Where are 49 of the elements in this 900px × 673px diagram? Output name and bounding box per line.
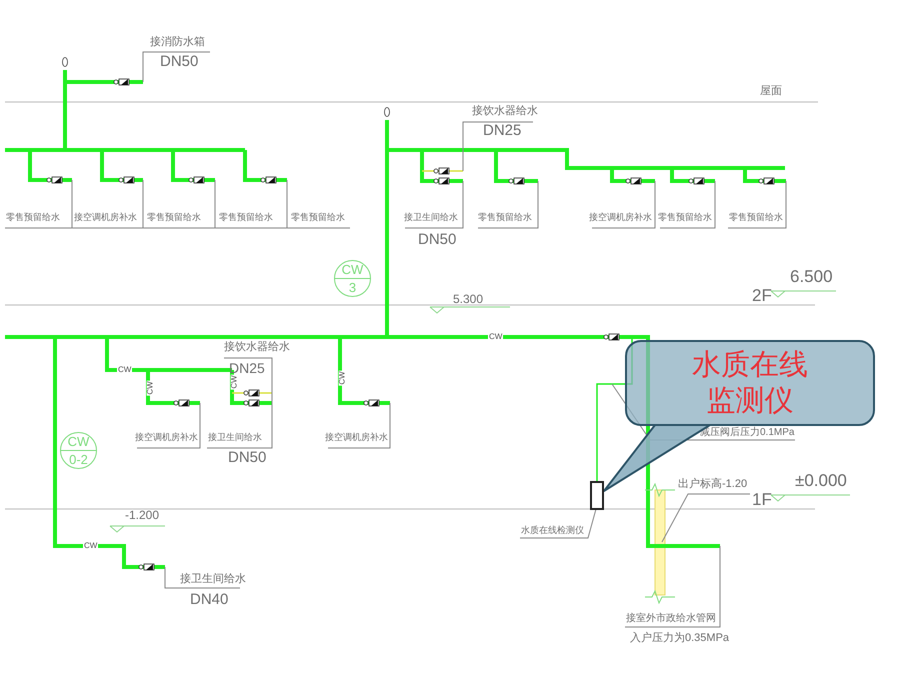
- level-name: 屋面: [760, 86, 782, 97]
- pipe-code-label: CW: [146, 380, 155, 396]
- drawing-number-text: 3: [348, 279, 356, 294]
- pipe-label: 接空调机房补水: [325, 433, 388, 442]
- pipe-size-label: DN25: [229, 361, 265, 375]
- pipe-label: 零售预留给水: [291, 213, 345, 222]
- drawing-number-text: 0-2: [69, 451, 88, 466]
- pipe-code-label: CW: [488, 333, 504, 341]
- pipe-label: 接消防水箱: [150, 37, 205, 48]
- pipe-code-label: CW: [230, 374, 239, 390]
- pipe-code-text: CW: [335, 263, 370, 279]
- callout-pointer: [603, 424, 711, 492]
- instrument-label: 水质在线检测仪: [521, 526, 584, 535]
- pipe-label: 接卫生间给水: [404, 213, 458, 222]
- pipe-size-label: DN40: [190, 592, 228, 607]
- pipe-label: 接卫生间给水: [208, 433, 262, 442]
- pipe-label: 接空调机房补水: [135, 433, 198, 442]
- pipe-code-label: CW: [117, 366, 132, 374]
- pipe-code-text: CW: [61, 435, 96, 451]
- floor-label: 2F: [752, 287, 772, 304]
- pipe-label: 零售预留给水: [6, 213, 60, 222]
- pipe-label: 零售预留给水: [219, 213, 273, 222]
- pipe-label: 零售预留给水: [147, 213, 201, 222]
- pipe-label: 零售预留给水: [658, 213, 712, 222]
- pipe-label: 零售预留给水: [729, 213, 783, 222]
- elevation-note: 出户标高-1.20: [678, 479, 748, 490]
- elevation-label: -1.200: [125, 509, 160, 521]
- pipe-label: 接室外市政给水管网: [626, 614, 716, 624]
- pipe-size-label: DN50: [228, 450, 266, 465]
- pipe-size-label: DN50: [418, 232, 456, 247]
- elevation-label: 6.500: [790, 268, 833, 285]
- pipe-label: 接卫生间给水: [180, 574, 246, 585]
- pipe-label: 接饮水器给水: [472, 106, 538, 117]
- elevation-label: 5.300: [453, 293, 484, 305]
- pressure-note: 入户压力为0.35MPa: [630, 633, 730, 644]
- pipe-code-label: CW: [338, 370, 347, 386]
- pipe-code-label: CW: [83, 542, 98, 550]
- floor-label: 1F: [752, 491, 772, 508]
- monitor-instrument: [590, 481, 604, 510]
- pipe-label: 接饮水器给水: [224, 342, 290, 353]
- pipe-label: 零售预留给水: [478, 213, 532, 222]
- pipe-marker-circle: [60, 432, 97, 469]
- pipe-marker-circle: [334, 260, 371, 297]
- pipe-size-label: DN25: [483, 123, 522, 138]
- pipe-label: 接空调机房补水: [74, 213, 137, 222]
- elevation-label: ±0.000: [795, 472, 847, 489]
- pipe-label: 接空调机房补水: [589, 213, 652, 222]
- callout-text: 水质在线监测仪: [690, 348, 809, 419]
- pipe-size-label: DN50: [160, 54, 198, 69]
